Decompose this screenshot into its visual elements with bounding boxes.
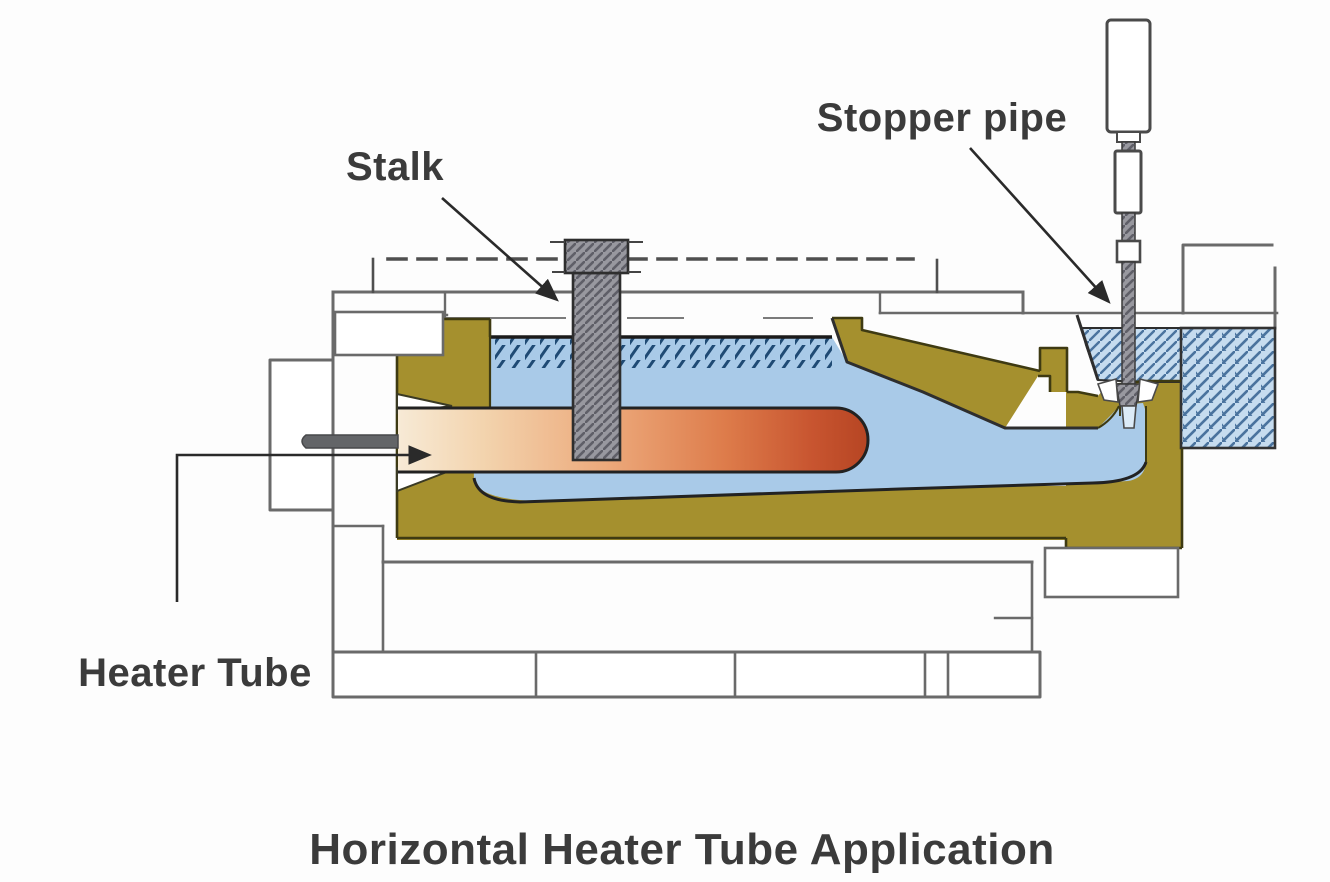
nozzle-seat [1096,377,1160,429]
housing-right-ledge [1043,546,1180,599]
stopper-connector [1115,239,1142,264]
leader-arrows [175,147,1111,602]
melt-bath [1179,326,1277,450]
stalk-head [563,238,630,275]
stopper-leader [969,147,1111,304]
heater-leader [175,445,432,602]
label-stalk: Stalk [346,145,444,189]
stalk-shaft [571,271,622,462]
machine-housing [268,243,1279,699]
stalk-ticks [550,241,643,273]
stopper-cylinder-top [1105,18,1152,134]
label-heater-tube: Heater Tube [78,651,312,695]
furnace-box-outline [1181,243,1277,330]
stopper-pipe-assembly [1096,18,1160,429]
diagram-title: Horizontal Heater Tube Application [309,825,1055,874]
melt-surface-hatch [490,338,832,368]
heater-tube-shape [398,406,870,474]
stopper-cylinder-mid [1113,149,1143,215]
mold-sloped-band [832,318,1067,428]
stopper-neck [1116,131,1141,143]
housing-notch-block [333,310,445,357]
stalk-leader [441,197,559,302]
stopper-tip [1115,383,1141,407]
probe-rod [301,434,399,449]
label-stopper-pipe: Stopper pipe [817,96,1067,140]
stalk-shape [550,238,643,462]
dashed-reference-line [371,257,939,294]
stopper-rod [1121,261,1136,385]
mold-outlines [395,314,1184,550]
housing-base-band [331,650,1042,699]
